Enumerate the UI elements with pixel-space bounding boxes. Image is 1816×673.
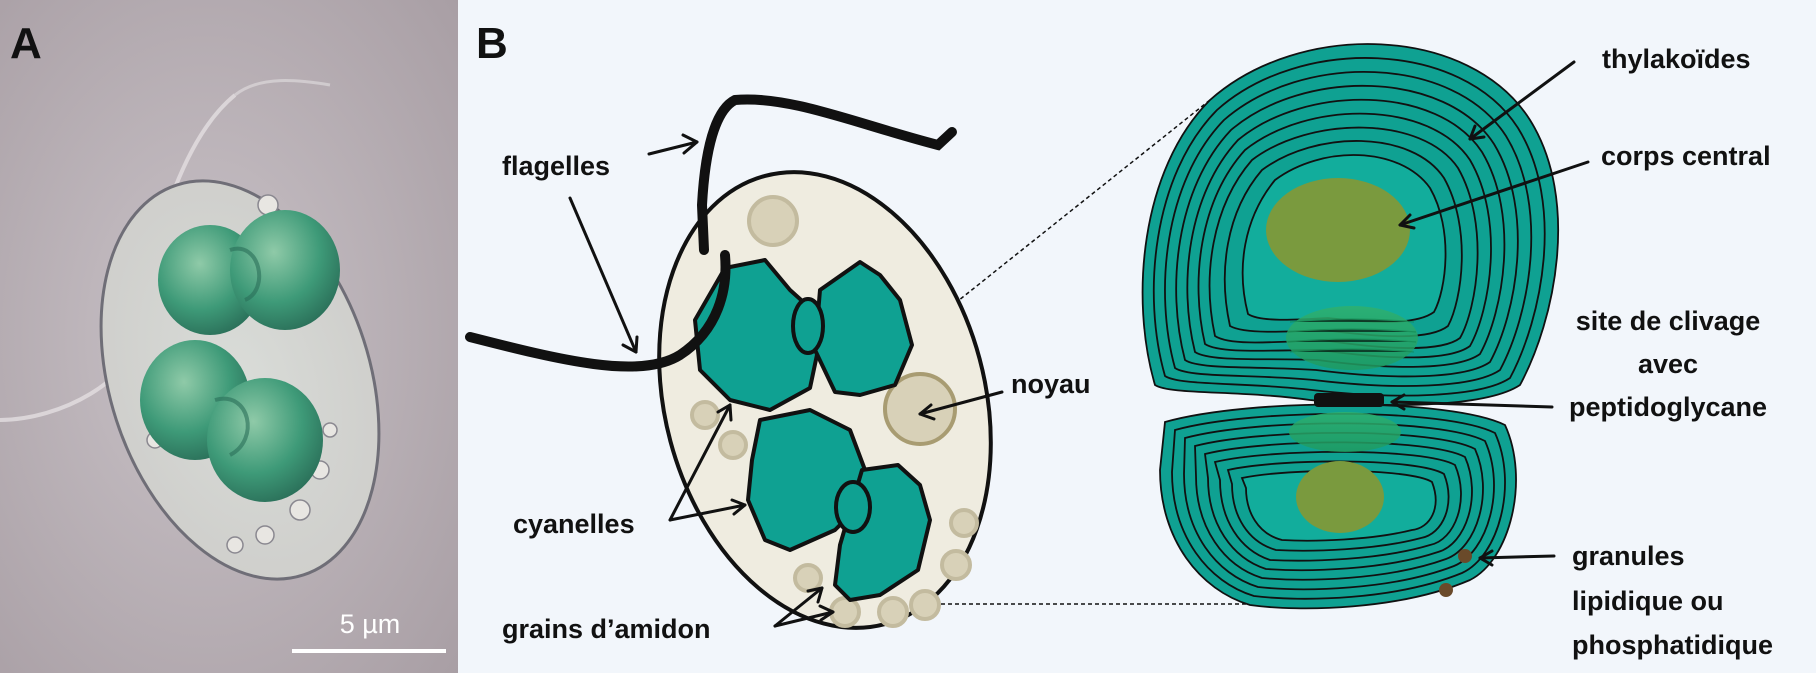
micrograph-cyanelles [140, 210, 340, 502]
panel-b-letter: B [476, 19, 508, 68]
micrograph-flagellum-tip [234, 79, 331, 97]
granule [1458, 549, 1472, 563]
flagellum-anterior [696, 94, 957, 255]
arrow-central-body [1398, 160, 1590, 227]
cyanelle-division-ring [791, 297, 825, 355]
granule [1439, 583, 1453, 597]
arrow-granules [1478, 554, 1556, 560]
cyanelle [813, 260, 914, 397]
arrow-thylakoids [1468, 60, 1576, 141]
starch-grain [718, 430, 748, 460]
label-cleavage-line1: site de clivage [1576, 306, 1761, 336]
cleavage-zone-top [1286, 306, 1418, 370]
cleavage-zone-bottom [1289, 412, 1401, 452]
label-thylakoids: thylakoïdes [1602, 44, 1751, 74]
panel-a-letter: A [10, 19, 42, 68]
starch-grains [690, 195, 979, 628]
starch-grain [690, 400, 720, 430]
cyanelle-division-ring [834, 480, 872, 534]
label-flagella: flagelles [502, 151, 610, 181]
magnified-cyanelles [1141, 43, 1560, 610]
scale-bar-label: 5 µm [340, 609, 401, 639]
label-cleavage-line3: peptidoglycane [1569, 392, 1767, 422]
starch-grain [747, 195, 799, 247]
panel-b-schematic: B [465, 19, 1773, 660]
arrow-starch-top [773, 586, 824, 628]
arrow-cyanelle-top [668, 403, 732, 522]
arrows [568, 60, 1590, 628]
central-body-bottom [1296, 461, 1384, 533]
starch-grain [940, 549, 972, 581]
label-cyanelles: cyanelles [513, 509, 635, 539]
starch-grain [949, 508, 979, 538]
starch-grain [829, 596, 861, 628]
central-body-top [1266, 178, 1410, 282]
arrow-flagella-top [647, 140, 699, 156]
label-central-body: corps central [1601, 141, 1771, 171]
panel-a-micrograph: 5 µm A [0, 0, 458, 673]
peptidoglycan-septum [1314, 393, 1384, 407]
arrow-starch-bottom [773, 610, 835, 628]
label-cleavage-line2: avec [1638, 349, 1698, 379]
starch-grain [793, 563, 823, 593]
starch-grain [877, 596, 909, 628]
label-granules-line1: granules [1572, 541, 1685, 571]
flagellum-posterior [465, 250, 731, 372]
arrow-cyanelle-bottom [668, 503, 747, 522]
label-granules-line2: lipidique ou [1572, 586, 1723, 616]
arrow-peptidoglycan [1390, 400, 1554, 409]
label-granules-line3: phosphatidique [1572, 630, 1773, 660]
label-nucleus: noyau [1011, 369, 1091, 399]
nucleus [883, 372, 957, 446]
arrow-nucleus [918, 390, 1004, 416]
starch-grain [909, 589, 941, 621]
cyanelle-pair-bottom [746, 408, 932, 602]
label-starch: grains d’amidon [502, 614, 711, 644]
arrow-flagella-bottom [568, 196, 638, 354]
